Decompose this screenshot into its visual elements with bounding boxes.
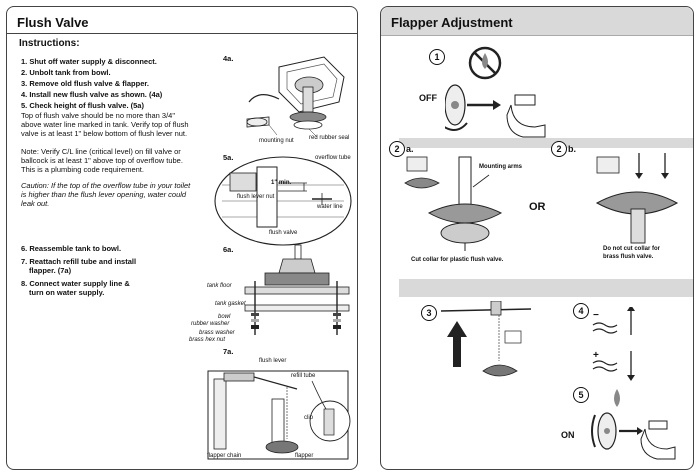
off-label: OFF (419, 93, 437, 103)
step-3-number: 3 (421, 305, 437, 321)
step-8: 8. Connect water supply line & (21, 279, 130, 288)
min-distance-label: 1" min. (271, 180, 292, 186)
critical-note-3: This is a plumbing code requirement. (21, 165, 144, 174)
tank-floor-label: tank floor (207, 283, 232, 289)
turn-on-water-illustration (591, 389, 676, 460)
step-8-cont: turn on water supply. (29, 288, 105, 297)
brass-hex-nut-label: brass hex nut (189, 337, 226, 343)
rubber-seal-label: red rubber seal (309, 135, 350, 141)
rubber-washer-label: rubber washer (191, 321, 230, 327)
flapper-chain-label: flapper chain (207, 453, 242, 459)
mounting-arms-label: Mounting arms (479, 164, 522, 170)
flapper-install-illustration (207, 370, 351, 460)
flush-valve-height-illustration (214, 156, 352, 246)
plastic-flush-valve-illustration (404, 156, 503, 251)
on-label: ON (561, 430, 575, 440)
critical-note-1: Note: Verify C/L line (critical level) o… (21, 147, 181, 156)
brass-washer-label: brass washer (199, 330, 235, 336)
section-divider-band (399, 138, 693, 148)
mounting-nut-label: mounting nut (259, 138, 294, 144)
height-note-3: valve is at least 1" below bottom of flu… (21, 129, 188, 138)
minus-sign: − (593, 310, 599, 321)
step-2: 2. Unbolt tank from bowl. (21, 68, 111, 77)
step-2b-sub: b. (568, 144, 576, 154)
panel-header-bar (381, 7, 693, 36)
flush-valve-install-illustration (246, 56, 345, 138)
step-4: 4. Install new flush valve as shown. (4a… (21, 90, 163, 99)
step-1-number: 1 (429, 49, 445, 65)
adjust-chain-illustration (440, 301, 532, 377)
fig-7a-label: 7a. (223, 347, 234, 356)
step-2a-caption: Cut collar for plastic flush valve. (411, 257, 504, 263)
brass-flush-valve-illustration (595, 153, 679, 244)
fig-4a-label: 4a. (223, 54, 234, 63)
bowl-label: bowl (218, 314, 231, 320)
critical-note-2: ballcock is at least 1" above top of ove… (21, 156, 183, 165)
water-level-adjustment-illustration (592, 307, 635, 381)
tank-gasket-label: tank gasket (215, 301, 246, 307)
fig-5a-label: 5a. (223, 153, 234, 162)
step-5: 5. Check height of flush valve. (5a) (21, 101, 144, 110)
clip-label: clip (304, 415, 314, 421)
panel-title: Flush Valve (17, 15, 89, 30)
flapper-label: flapper (295, 453, 314, 459)
step-5-number: 5 (573, 387, 589, 403)
caution-2: is higher than the flush lever opening, … (21, 190, 187, 199)
caution-1: Caution: If the top of the overflow tube… (21, 181, 191, 190)
step-3: 3. Remove old flush valve & flapper. (21, 79, 149, 88)
step-2b-caption-1: Do not cut collar for (603, 246, 660, 252)
step-2b-number: 2 (551, 141, 567, 157)
step-7: 7. Reattach refill tube and install (21, 257, 137, 266)
flapper-adjustment-panel: Flapper Adjustment 1 OFF 2 a. Mounting a… (380, 6, 694, 470)
step-7-cont: flapper. (7a) (29, 266, 72, 275)
section-divider-band-2 (399, 279, 693, 297)
panel-title: Flapper Adjustment (391, 15, 513, 30)
flush-lever-nut-label: flush lever nut (237, 194, 275, 200)
flush-lever-label: flush lever (259, 358, 287, 364)
caution-3: leak out. (21, 199, 50, 208)
flush-valve-panel: Flush Valve Instructions: 1. Shut off wa… (6, 6, 358, 470)
step-1: 1. Shut off water supply & disconnect. (21, 57, 157, 66)
step-2b-caption-2: brass flush valve. (603, 254, 654, 260)
water-line-label: water line (317, 204, 343, 210)
height-note-1: Top of flush valve should be no more tha… (21, 111, 176, 120)
flush-valve-label: flush valve (269, 230, 298, 236)
step-2a-sub: a. (406, 144, 414, 154)
shut-off-water-illustration (445, 46, 546, 138)
step-6: 6. Reassemble tank to bowl. (21, 244, 122, 253)
instructions-heading: Instructions: (19, 38, 80, 49)
or-label: OR (529, 201, 546, 213)
tank-bowl-assembly-illustration (244, 244, 350, 335)
fig-6a-label: 6a. (223, 245, 234, 254)
title-divider (7, 33, 357, 34)
plus-sign: + (593, 350, 599, 361)
height-note-2: above water line marked in tank. Verify … (21, 120, 189, 129)
step-4-number: 4 (573, 303, 589, 319)
refill-tube-label: refill tube (291, 373, 316, 379)
overflow-tube-label: overflow tube (315, 155, 351, 161)
step-2a-number: 2 (389, 141, 405, 157)
